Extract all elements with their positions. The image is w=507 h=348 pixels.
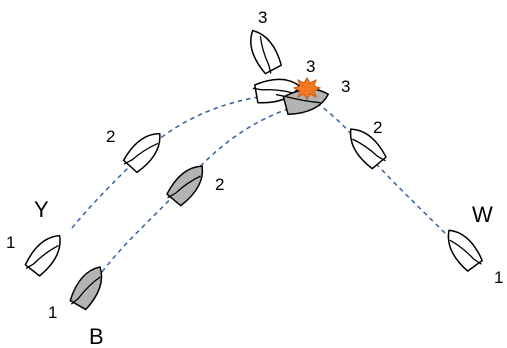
- boat-w-label-2: 2: [373, 118, 382, 137]
- boat-y-label-3-top: 3: [258, 8, 267, 27]
- boat-y-position-3: [252, 74, 303, 106]
- boat-y-label-3: 3: [306, 57, 315, 76]
- boat-y-track: [71, 94, 273, 229]
- boat-b-track: [101, 104, 301, 273]
- boat-b-position-2: [164, 158, 212, 208]
- boat-y-position-3-top: [242, 24, 284, 76]
- boat-b-label-3: 3: [341, 77, 350, 96]
- boat-w-label-1: 1: [494, 268, 503, 287]
- boat-w-name: W: [472, 202, 493, 227]
- boat-y-label-1: 1: [6, 233, 15, 252]
- boat-b-position-1: [67, 260, 111, 312]
- boat-w-position-1: [439, 223, 485, 273]
- boat-y-position-1: [23, 228, 69, 278]
- boat-y-label-2: 2: [106, 127, 115, 146]
- boat-w-position-2: [341, 121, 389, 171]
- boat-b-label-1: 1: [48, 303, 57, 322]
- boat-b-label-2: 2: [215, 175, 224, 194]
- boat-y-name: Y: [34, 197, 49, 222]
- boat-b-name: B: [89, 324, 104, 348]
- collision-star-icon: [292, 77, 322, 100]
- boat-b-position-3: [275, 83, 332, 117]
- boat-y-position-2: [121, 125, 169, 175]
